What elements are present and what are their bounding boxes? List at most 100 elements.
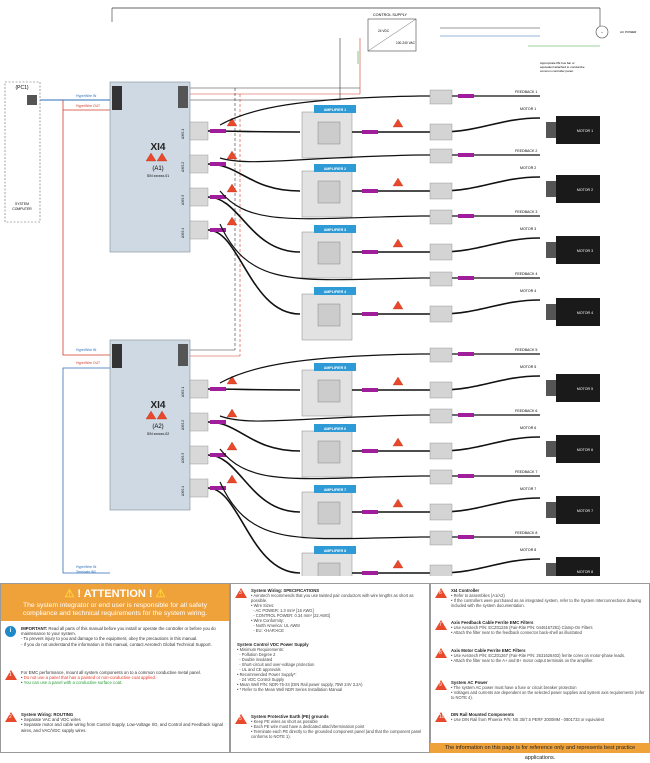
motor-connector xyxy=(429,503,453,521)
note-line: • Attach the filter near to the A+ and B… xyxy=(451,658,594,664)
warning-icon xyxy=(392,177,404,187)
axis-connector xyxy=(189,220,209,240)
motor-body xyxy=(556,374,600,402)
amplifier-label-bg xyxy=(314,424,356,432)
axis-label: AXIS 3 xyxy=(181,195,185,205)
ferrite-filter xyxy=(210,486,226,490)
wiring-spec-title: System Wiring: SPECIFICATIONS xyxy=(251,588,320,593)
motor-label: MOTOR 2 xyxy=(577,188,593,192)
system-computer: (PC1) SYSTEM COMPUTER xyxy=(4,81,41,223)
feedback-connector xyxy=(429,89,453,105)
motor-connector xyxy=(429,182,453,200)
amplifier-connector xyxy=(317,440,341,464)
supply-title: System Control VDC Power Supply xyxy=(237,642,309,647)
warning-icon-ac: 9 xyxy=(435,680,447,691)
feedback-label: FEEDBACK 8 xyxy=(515,531,537,535)
motor-flange xyxy=(546,181,556,197)
note-line: • Use DIN Rail from Phoenix P/N: NS 35/7… xyxy=(451,717,605,723)
motor-label: MOTOR 6 xyxy=(577,448,593,452)
note-line: • Wire Conformity: xyxy=(251,618,285,624)
attention-panel: ⚠ ! ATTENTION ! ⚠ The system integrator … xyxy=(0,583,230,753)
warning-icon-feedback: 7 xyxy=(435,620,447,631)
axis-connector xyxy=(189,121,209,141)
axis-connector xyxy=(189,445,209,465)
attention-header: ⚠ ! ATTENTION ! ⚠ The system integrator … xyxy=(1,584,229,621)
motor-ferrite xyxy=(362,388,378,392)
motor-cable-label: MOTOR 5 xyxy=(520,365,536,369)
motor-flange xyxy=(546,304,556,320)
axis-label: AXIS 2 xyxy=(181,162,185,172)
warning-icon xyxy=(156,410,168,420)
motor-body xyxy=(556,435,600,463)
motor-drive-cable xyxy=(207,487,301,574)
wiring-spec-note: 3 System Wiring: SPECIFICATIONS • Aerote… xyxy=(235,588,425,633)
motor-filter-title: Axis Motor Cable Ferrite EMC Filters xyxy=(451,648,526,653)
control-supply: CONTROL SUPPLY 24 VDC 100-240 VAC xyxy=(357,13,417,64)
amplifier-label: AMPLIFIER 8 xyxy=(324,549,346,553)
amplifier-connector xyxy=(317,501,341,525)
motor-flange xyxy=(546,563,556,576)
feedback-connector xyxy=(429,347,453,363)
axis-label: AXIS 4 xyxy=(181,228,185,238)
motor-body xyxy=(556,236,600,264)
hw-out-label: HyperWire OUT xyxy=(76,104,100,108)
amplifier-label: AMPLIFIER 2 xyxy=(324,167,346,171)
ferrite-filter xyxy=(210,387,226,391)
motor-flange xyxy=(546,441,556,457)
ferrite-filter xyxy=(210,129,226,133)
warning-icon-spec: 3 xyxy=(235,588,247,599)
controller-body xyxy=(109,339,191,511)
motor-filter-list: • Use Aerotech P/N: ECZ01267 (Fair-Rite … xyxy=(451,653,645,663)
warning-icon xyxy=(392,376,404,386)
ferrite-filter xyxy=(210,195,226,199)
components-panel: 6 XI4 Controller• Refer to assemblies (A… xyxy=(430,583,650,753)
amplifier-label: AMPLIFIER 1 xyxy=(324,108,346,112)
note-line: • Each PE wire must have a dedicated att… xyxy=(251,724,365,730)
warning-icon xyxy=(145,152,157,162)
warning-icon: ⚠ xyxy=(64,588,75,600)
feedback-cable xyxy=(219,353,540,384)
motor-ferrite xyxy=(362,130,378,134)
feedback-label: FEEDBACK 6 xyxy=(515,409,537,413)
feedback-connector xyxy=(429,530,453,546)
warning-icon-xi4: 6 xyxy=(435,588,447,599)
routing-title: System Wiring: ROUTING xyxy=(21,712,74,717)
motor-cable-label: MOTOR 7 xyxy=(520,487,536,491)
power-terminal-block xyxy=(178,86,188,108)
feedback-ferrite xyxy=(458,94,474,98)
note-line: • Attach the filter near to the feedback… xyxy=(451,630,582,636)
amplifier-label-bg xyxy=(314,363,356,371)
amplifier-label-bg xyxy=(314,164,356,172)
motor-cable-label: MOTOR 6 xyxy=(520,426,536,430)
emc-line-1: Do not use a panel that has a painted or… xyxy=(23,675,157,681)
controller-serial: S/N xxxxxx-02 xyxy=(147,432,169,436)
ac-source-label: AC POWER xyxy=(620,30,637,34)
motor-connector xyxy=(429,305,453,323)
pe-title: System Protective Earth (PE) grounds xyxy=(251,714,329,719)
pe-list: • Keep PE wires as short as possible• Ea… xyxy=(251,719,425,739)
note-line: • Minimum Requirements: xyxy=(237,647,284,653)
amplifier-connector xyxy=(317,121,341,145)
note-line: • If the controllers were purchased as a… xyxy=(451,598,642,609)
important-line-1: - To prevent injury to you and damage to… xyxy=(21,636,198,642)
routing-line-1: Separate VAC and VDC wires xyxy=(23,717,81,723)
ac-source: ~ AC POWER Appropriate PE bus bar or equ… xyxy=(540,25,637,73)
hyperwire-network: HyperWire IN HyperWire OUT HyperWire IN … xyxy=(40,94,110,574)
note-line: - 24 VDC Control Supply xyxy=(237,677,285,683)
important-note: i IMPORTANT: Read all parts of this manu… xyxy=(5,626,225,647)
amplifier-label: AMPLIFIER 4 xyxy=(324,290,346,294)
note-line: • Mean Well P/N: NDR-75-24 (DIN Rail pow… xyxy=(237,682,363,688)
pc-hyperwire-port[interactable] xyxy=(27,95,37,105)
feedback-connector xyxy=(429,408,453,424)
axis-connector xyxy=(189,187,209,207)
feedback-filter-title: Axis Feedback Cable Ferrite EMC Filters xyxy=(451,620,534,625)
motor-flange xyxy=(546,242,556,258)
axis-connector xyxy=(189,412,209,432)
hyperwire-port-block xyxy=(112,86,122,110)
feedback-cable xyxy=(219,223,540,281)
note-line: • Use Aerotech P/N: ECZ01246 (Fair-Rite … xyxy=(451,625,593,631)
motor-drive-cable xyxy=(207,421,301,452)
amplifier-connector xyxy=(317,180,341,204)
xi4-title: XI4 Controller xyxy=(451,588,480,593)
